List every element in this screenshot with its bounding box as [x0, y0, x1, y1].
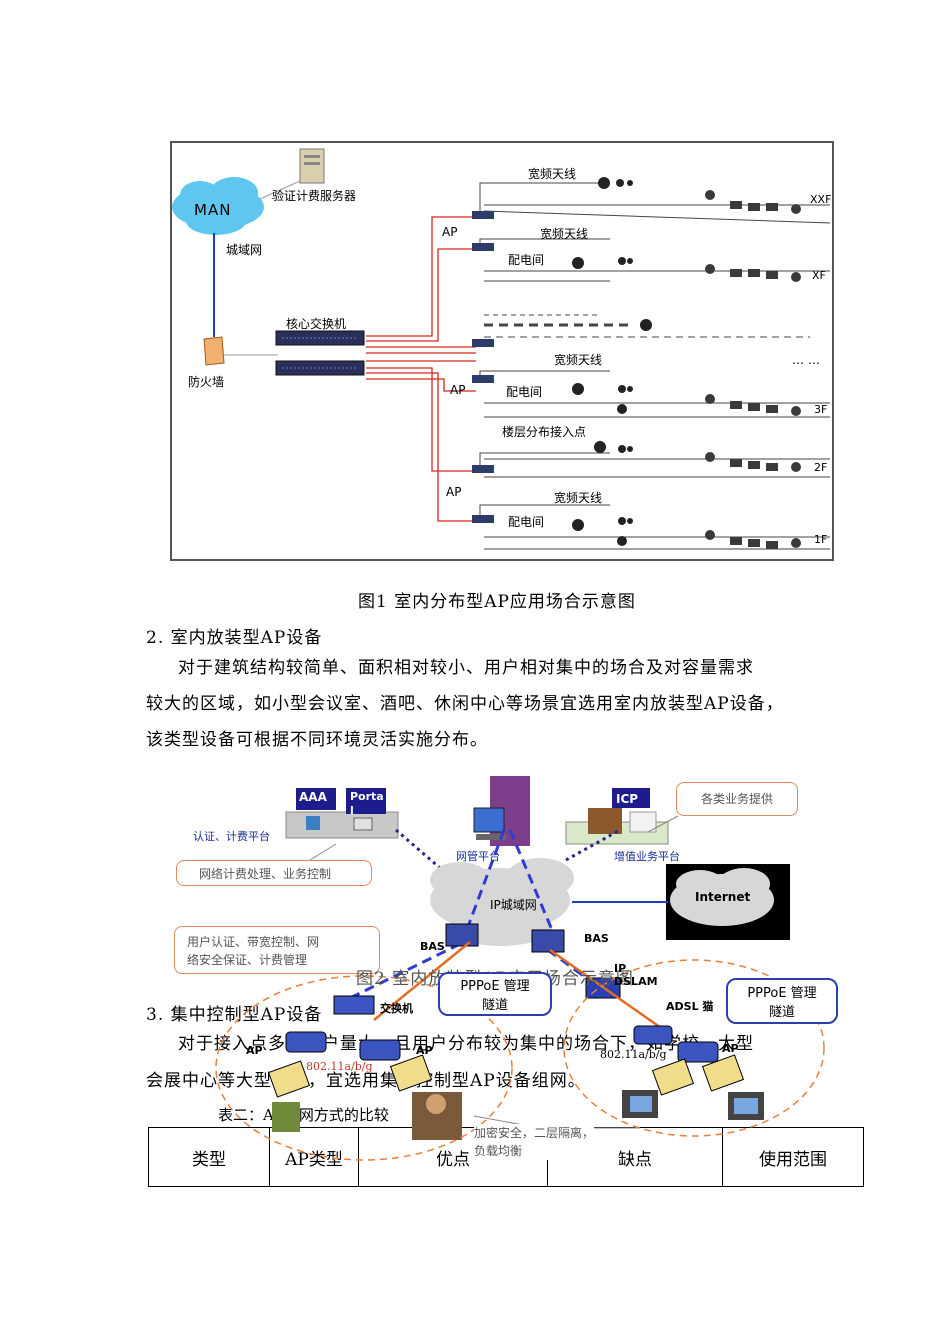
icp-label: ICP: [616, 792, 639, 806]
vas-platform-label: 增值业务平台: [614, 850, 680, 863]
floor-label-xxf: XXF: [810, 193, 832, 206]
ap-label-a: AP: [246, 1044, 263, 1057]
ap-label-1: AP: [442, 225, 458, 239]
firewall-icon: [203, 336, 225, 366]
ip-metro-label: IP城域网: [490, 898, 537, 912]
table-header-cell: AP类型: [269, 1127, 359, 1187]
table-title: 表二：AP组网方式的比较: [218, 1106, 389, 1124]
floor-access-point-label: 楼层分布接入点: [502, 425, 587, 439]
auth-server-label: 验证计费服务器: [272, 189, 357, 203]
laptop-icons: [622, 1090, 764, 1120]
core-switch-icon: [275, 330, 365, 376]
firewall-label: 防火墙: [188, 375, 225, 389]
ap-label-3: AP: [446, 485, 462, 499]
section2-para-line2: 较大的区域，如小型会议室、酒吧、休闲中心等场景宜选用室内放装型AP设备，: [146, 694, 784, 714]
laptop-icons: [705, 190, 801, 549]
pppoe-tunnel-right: PPPoE 管理 隧道: [726, 978, 838, 1024]
section2-para-line1: 对于建筑结构较简单、面积相对较小、用户相对集中的场合及对容量需求: [178, 658, 754, 678]
auth-platform-label: 认证、计费平台: [193, 830, 270, 843]
internet-label: Internet: [695, 890, 751, 904]
user-auth-note-line2: 络安全保证、计费管理: [187, 953, 308, 967]
floor-label-2f: 2F: [814, 461, 828, 474]
red-links: [366, 216, 476, 522]
antenna-label-1: 宽频天线: [528, 167, 577, 181]
figure1-caption: 图1 室内分布型AP应用场合示意图: [358, 592, 636, 612]
auth-platform-icon: [285, 788, 399, 839]
figure2-canvas: [215, 776, 825, 1161]
switch-label: 交换机: [380, 1002, 413, 1015]
bas-label-right: BAS: [584, 932, 609, 945]
billing-note: 网络计费处理、业务控制: [176, 860, 372, 886]
internet-cloud-icon: [666, 864, 790, 940]
service-note: 各类业务提供: [676, 782, 798, 816]
man-cloud-icon: [172, 177, 264, 235]
figure1-diagram: MAN 验证计费服务器 城域网 防火墙 核心交换机 AP AP AP 宽频天线 …: [170, 141, 834, 561]
wlan-std-label-left: 802.11a/b/g: [306, 1060, 373, 1073]
section2-para-line3: 该类型设备可根据不同环境灵活实施分布。: [146, 730, 488, 750]
floor-label-3f: 3F: [814, 403, 828, 416]
antenna-icons: [267, 1054, 745, 1098]
user-auth-note-line1: 用户认证、带宽控制、网: [187, 935, 320, 949]
pppoe-left-line2: 隧道: [481, 998, 508, 1013]
security-note: 加密安全，二层隔离， 负载均衡: [474, 1124, 595, 1160]
man-label: MAN: [194, 201, 232, 219]
security-note-line1: 加密安全，二层隔离，: [474, 1126, 595, 1140]
ap-devices: [472, 211, 494, 523]
section2-heading: 2. 室内放装型AP设备: [146, 628, 323, 648]
wiring-room-label-3: 配电间: [508, 515, 545, 529]
floor-label-1f: 1F: [814, 533, 828, 546]
ip-dslam-label: IP DSLAM: [614, 962, 658, 988]
vas-platform-icon: [565, 788, 669, 845]
table-header-cell: 使用范围: [722, 1127, 864, 1187]
ellipsis-label: … …: [792, 353, 820, 367]
antenna-label-4: 宽频天线: [554, 491, 603, 505]
nms-platform-label: 网管平台: [456, 850, 500, 863]
switch-icon: [333, 995, 375, 1015]
pppoe-right-line2: 隧道: [768, 1005, 795, 1020]
antenna-icons: [572, 177, 652, 546]
adsl-label: ADSL 猫: [666, 1000, 714, 1013]
floor-lines: [479, 182, 831, 550]
nms-server-icon: [473, 776, 530, 846]
pppoe-tunnel-left: PPPoE 管理 隧道: [438, 972, 552, 1016]
service-note-text: 各类业务提供: [700, 792, 773, 806]
pppoe-left-line1: PPPoE 管理: [460, 979, 530, 994]
core-switch-label: 核心交换机: [286, 317, 347, 331]
floor-label-xf: XF: [812, 269, 826, 282]
user-icons: [272, 1092, 462, 1140]
ap-label-2: AP: [450, 383, 466, 397]
billing-note-text: 网络计费处理、业务控制: [199, 867, 332, 881]
ap-label-b: AP: [416, 1044, 433, 1057]
section3-para-line2: 会展中心等大型场合，宜选用集中控制型AP设备组网。: [146, 1071, 586, 1091]
user-auth-note: 用户认证、带宽控制、网 络安全保证、计费管理: [174, 926, 380, 974]
antenna-label-2: 宽频天线: [540, 227, 589, 241]
section3-heading: 3. 集中控制型AP设备: [146, 1005, 323, 1025]
wlan-std-label-right: 802.11a/b/g: [600, 1048, 667, 1061]
metro-net-label: 城域网: [226, 243, 263, 257]
bas-label-left: BAS: [420, 940, 445, 953]
portal-label: Porta l: [350, 790, 384, 817]
ap-label-c: AP: [722, 1042, 739, 1055]
pppoe-right-line1: PPPoE 管理: [747, 986, 817, 1001]
ap-icons: [285, 1025, 719, 1063]
figure1-canvas: [172, 148, 831, 550]
antenna-label-3: 宽频天线: [554, 353, 603, 367]
wiring-room-label-2: 配电间: [506, 385, 543, 399]
aaa-label: AAA: [299, 790, 327, 804]
bas-router-icon: [445, 923, 565, 953]
security-note-line2: 负载均衡: [474, 1144, 523, 1158]
wiring-room-label-1: 配电间: [508, 253, 545, 267]
server-icon: [299, 148, 325, 184]
